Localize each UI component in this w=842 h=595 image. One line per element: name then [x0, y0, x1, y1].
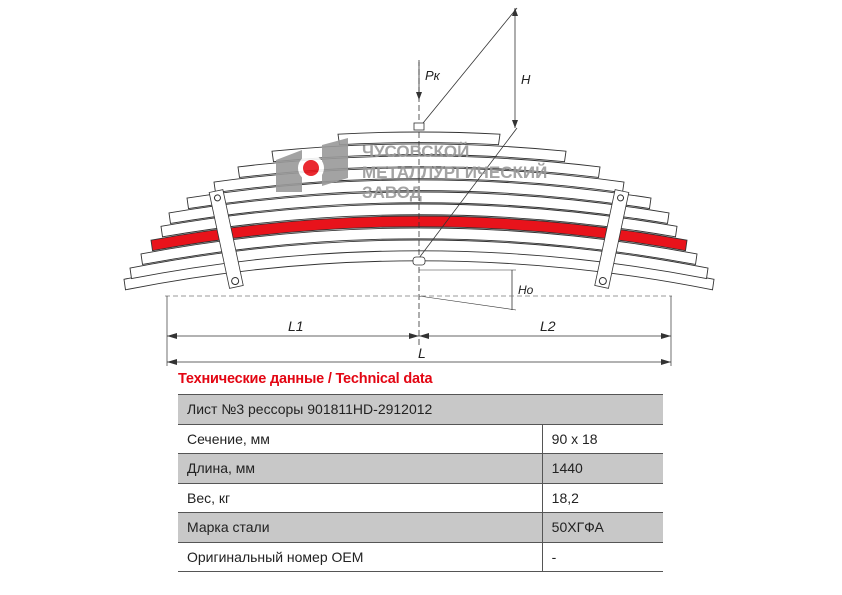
l1-label: L1 [288, 318, 304, 334]
leaf-spring-drawing: Pк H Ho L1 L2 L [123, 7, 715, 366]
spring-leaf [140, 227, 698, 266]
spring-leaf [129, 239, 709, 280]
pk-label: Pк [425, 68, 441, 83]
spring-leaf [160, 203, 678, 238]
center-bolt-top [413, 122, 425, 131]
svg-text:МЕТАЛЛУРГИЧЕСКИЙ: МЕТАЛЛУРГИЧЕСКИЙ [362, 163, 547, 182]
left-clamp [208, 189, 244, 289]
table-header-row: Лист №3 рессоры 901811HD-2912012 [178, 394, 663, 424]
tech-data-title: Технические данные / Technical data [178, 371, 433, 387]
l2-label: L2 [540, 318, 556, 334]
spring-leaf [186, 179, 652, 210]
table-row: Оригинальный номер OEM- [178, 541, 663, 572]
force-arrow [416, 92, 422, 100]
svg-text:ЗАВОД: ЗАВОД [362, 183, 422, 202]
right-clamp [594, 189, 630, 289]
part-name: Лист №3 рессоры 901811HD-2912012 [178, 394, 663, 424]
h-label: H [521, 72, 531, 87]
ho-label: Ho [518, 283, 534, 297]
svg-text:ЧУСОВСКОЙ: ЧУСОВСКОЙ [362, 142, 469, 161]
tech-data-table: Лист №3 рессоры 901811HD-2912012 Сечение… [178, 394, 663, 572]
spring-leaf [337, 131, 501, 146]
spring-leaf [168, 191, 670, 225]
company-logo: ЧУСОВСКОЙ МЕТАЛЛУРГИЧЕСКИЙ ЗАВОД [276, 138, 547, 202]
highlighted-leaf [150, 215, 688, 252]
center-bolt-nut [412, 256, 426, 266]
l-label: L [418, 345, 426, 361]
